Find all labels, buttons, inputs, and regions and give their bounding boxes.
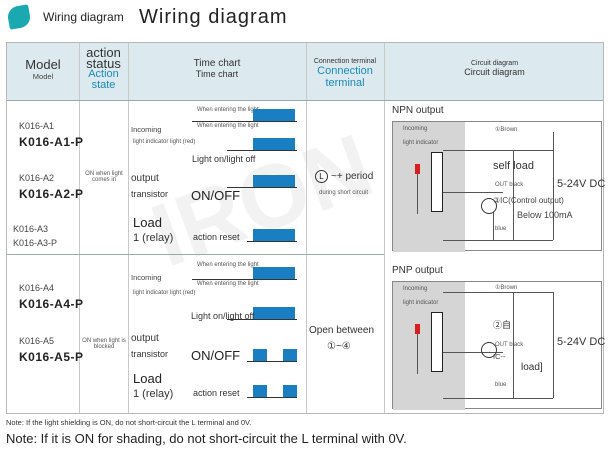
timing-bar [283, 385, 297, 397]
npn-title: NPN output [392, 105, 444, 116]
timing-bar [253, 349, 267, 361]
indicator-label: light indicator light (red) [133, 139, 196, 145]
circuit-label: ②自 [493, 320, 512, 330]
circuit-label: OUT black [495, 342, 524, 348]
note-small: Note: If the light shielding is ON, do n… [6, 418, 252, 427]
circuit-label: ①Brown [495, 285, 518, 291]
connection-terminal-icon: L [315, 170, 328, 183]
circuit-label: blue [495, 226, 507, 232]
transistor-icon [481, 198, 497, 214]
connection-range-label: ①~④ [327, 341, 351, 352]
header-connection: Connection terminal Connection terminal [313, 58, 377, 89]
model-large: K016-A5-P [19, 350, 84, 364]
circuit-label: Below 100mA [517, 210, 573, 220]
header-model: Model Model [25, 57, 61, 81]
circuit-label: load] [521, 362, 543, 373]
indicator-label: light indicator light (red) [133, 290, 196, 296]
time-chart-note: When entering the light [197, 281, 259, 287]
pnp-circuit-diagram: Incoming light indicator ①Brown ②自 OUT b… [392, 281, 606, 410]
output-label: output [131, 173, 159, 184]
circuit-label: ①Brown [495, 127, 518, 133]
transistor-icon [481, 342, 497, 358]
action-state-text: ON when light is blocked [82, 338, 126, 350]
circuit-label: Incoming [403, 126, 428, 132]
incoming-label: Incoming [131, 125, 162, 134]
connection-sub: during short circuit [319, 190, 369, 196]
reset-label: action reset [193, 388, 240, 398]
time-chart-note: When entering the light [197, 107, 259, 113]
reset-label: action reset [193, 232, 240, 242]
onoff-label: ON/OFF [191, 188, 241, 203]
model-small: K016-A5 [19, 336, 55, 346]
model-small: K016-A3-P [13, 238, 58, 248]
note-large: Note: If it is ON for shading, do not sh… [6, 431, 407, 446]
pnp-title: PNP output [392, 265, 443, 276]
model-large: K016-A2-P [19, 187, 84, 201]
timing-bar [253, 307, 295, 319]
time-chart-note: When entering the light [197, 123, 259, 129]
transistor-label: transistor [131, 349, 169, 359]
timing-bar [253, 385, 267, 397]
transistor-label: transistor [131, 189, 169, 199]
relay-label: 1 (relay) [133, 388, 174, 400]
model-small: K016-A3 [13, 224, 49, 234]
model-large: K016-A1-P [19, 135, 84, 149]
timing-bar [253, 138, 295, 150]
circuit-label: self load [493, 160, 534, 172]
brand-leaf-icon [6, 4, 32, 30]
model-large: K016-A4-P [19, 297, 84, 311]
action-state-text: ON when light comes in [85, 171, 123, 183]
load-label: Load [133, 371, 162, 386]
circuit-label: ③IC(Control output) [493, 196, 564, 205]
main-circuit-block [431, 312, 443, 372]
circuit-label: OUT black [495, 182, 524, 188]
incoming-label: Incoming [131, 273, 162, 282]
indicator-led-icon [415, 164, 420, 174]
onoff-label: ON/OFF [191, 348, 241, 363]
wiring-table: Model Model action status Action state T… [6, 42, 606, 414]
timing-bar [253, 229, 295, 241]
relay-label: 1 (relay) [133, 232, 174, 244]
voltage-label: 5-24V DC [557, 336, 606, 348]
header-action-state: action status Action state [86, 45, 121, 91]
model-small: K016-A4 [19, 283, 55, 293]
main-circuit-block [431, 152, 443, 212]
header-title-small: Wiring diagram [43, 10, 124, 24]
light-onoff-label: Light on/light off [192, 154, 256, 164]
npn-circuit-diagram: Incoming light indicator ①Brown self loa… [392, 121, 606, 252]
circuit-label: IC-- [493, 352, 506, 361]
circuit-label: Incoming [403, 286, 428, 292]
timing-bar [253, 175, 295, 187]
time-chart-note: When entering the light [197, 262, 259, 268]
circuit-label: blue [495, 382, 507, 388]
light-onoff-label: Light on/light off [191, 311, 255, 321]
circuit-label: light indicator [403, 300, 439, 306]
voltage-label: 5-24V DC [557, 178, 606, 190]
model-small: K016-A1 [19, 121, 55, 131]
header-title-large: Wiring diagram [139, 6, 288, 28]
timing-bar [253, 109, 295, 121]
connection-open-label: Open between [309, 325, 375, 336]
header-circuit: Circuit diagram Circuit diagram [464, 60, 525, 77]
connection-period: ~+ period [331, 171, 374, 182]
output-label: output [131, 333, 159, 344]
timing-bar [253, 267, 295, 279]
table-header [7, 43, 603, 100]
model-small: K016-A2 [19, 173, 55, 183]
circuit-label: light indicator [403, 140, 439, 146]
timing-bar [283, 349, 297, 361]
load-label: Load [133, 215, 162, 230]
header-time-chart: Time chart Time chart [193, 58, 241, 79]
indicator-led-icon [415, 324, 420, 334]
